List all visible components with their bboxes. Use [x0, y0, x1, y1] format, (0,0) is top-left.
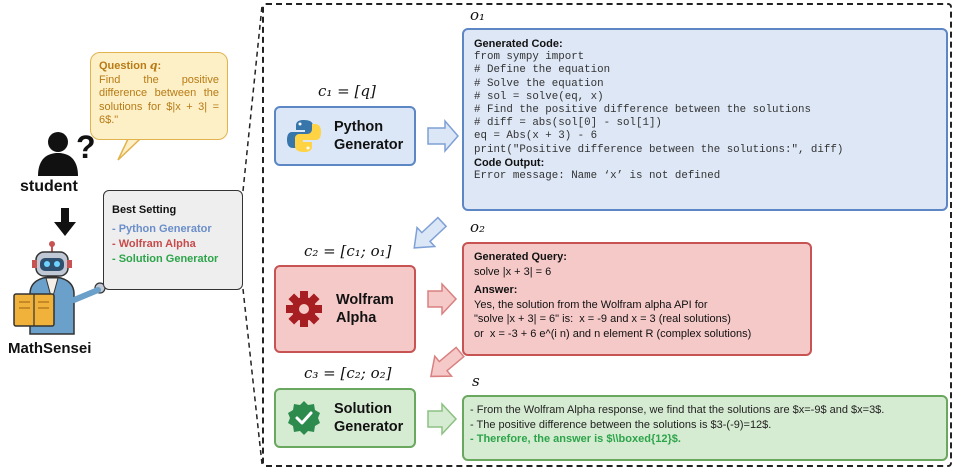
arrow-code-to-wolfram — [413, 216, 448, 249]
check-badge-icon — [288, 401, 320, 435]
best-setting-title: Best Setting — [112, 204, 177, 216]
best-setting-item-python: - Python Generator — [112, 223, 212, 235]
question-bubble: Question q: Find the positive difference… — [90, 52, 228, 140]
arrow-answer-to-solution — [429, 346, 465, 378]
down-arrow-shaft — [61, 208, 69, 224]
python-logo-icon — [287, 120, 321, 152]
arrow-solution-to-output — [427, 402, 458, 436]
question-text: Find the positive difference between the… — [99, 73, 219, 127]
code-line: # sol = solve(eq, x) — [474, 90, 604, 103]
code-line: # Solve the equation — [474, 77, 604, 90]
solution-line: - The positive difference between the so… — [470, 418, 772, 431]
context-c3: c₃ = [c₂; o₂] — [304, 364, 392, 382]
code-output-text: Error message: Name ‘x’ is not defined — [474, 170, 721, 183]
context-c2: c₂ = [c₁; o₁] — [304, 242, 392, 260]
question-symbol: q — [149, 59, 158, 72]
solution-line: - From the Wolfram Alpha response, we fi… — [470, 404, 885, 416]
question-title: Question — [99, 60, 147, 72]
code-line: from sympy import — [474, 51, 585, 64]
answer-line: or x = -3 + 6 e^(i n) and n element R (c… — [474, 327, 752, 340]
solution-label-line2: Generator — [334, 419, 404, 435]
code-output-heading: Code Output: — [474, 156, 545, 169]
query-text: solve |x + 3| = 6 — [474, 265, 552, 278]
student-icon: ? — [38, 129, 96, 176]
best-setting-item-solution: - Solution Generator — [112, 253, 219, 265]
wolfram-alpha-module: Wolfram Alpha — [274, 265, 416, 353]
python-label-line1: Python — [334, 119, 384, 135]
dashed-link-top — [242, 5, 263, 192]
wolfram-label-line1: Wolfram — [336, 292, 394, 308]
pipeline-frame — [262, 3, 952, 467]
answer-heading: Answer: — [474, 284, 518, 296]
solution-output-panel: - From the Wolfram Alpha response, we fi… — [462, 395, 948, 461]
wolfram-answer-panel: Generated Query: solve |x + 3| = 6 Answe… — [462, 242, 812, 356]
arrow-wolfram-to-answer — [427, 282, 458, 316]
wolfram-label-line2: Alpha — [336, 310, 377, 326]
output-o2-label: o₂ — [470, 218, 486, 236]
svg-text:?: ? — [76, 129, 96, 165]
output-o1-label: o₁ — [470, 6, 486, 24]
answer-line: "solve |x + 3| = 6" is: x = -9 and x = 3… — [474, 313, 731, 325]
answer-line: Yes, the solution from the Wolfram alpha… — [474, 298, 708, 311]
bubble-tail — [117, 138, 142, 161]
code-line: # diff = abs(sol[0] - sol[1]) — [474, 117, 662, 130]
output-s-label: s — [472, 372, 480, 390]
python-generator-module: Python Generator — [274, 106, 416, 166]
solution-final-answer: - Therefore, the answer is $\\boxed{12}$… — [470, 433, 681, 445]
mathsensei-label: MathSensei — [8, 340, 92, 357]
arrow-python-to-code — [427, 118, 459, 154]
code-heading: Generated Code: — [474, 38, 563, 50]
code-line: # Find the positive difference between t… — [474, 104, 811, 117]
student-label: student — [20, 178, 78, 195]
context-c1: c₁ = [q] — [318, 82, 376, 100]
robot-sensei-icon — [13, 241, 106, 335]
wolfram-gear-icon — [286, 291, 322, 327]
code-line: # Define the equation — [474, 64, 611, 77]
best-setting-item-wolfram: - Wolfram Alpha — [112, 238, 196, 250]
down-arrow-head — [54, 222, 76, 236]
best-setting-box: Best Setting - Python Generator - Wolfra… — [103, 190, 243, 290]
code-line: eq = Abs(x + 3) - 6 — [474, 130, 598, 143]
solution-generator-module: Solution Generator — [274, 388, 416, 448]
python-label-line2: Generator — [334, 137, 404, 153]
query-heading: Generated Query: — [474, 251, 567, 263]
code-line: print("Positive difference between the s… — [474, 143, 844, 156]
dashed-link-bottom — [242, 288, 263, 465]
solution-label-line1: Solution — [334, 401, 392, 417]
generated-code-panel: Generated Code: from sympy import # Defi… — [462, 28, 948, 211]
